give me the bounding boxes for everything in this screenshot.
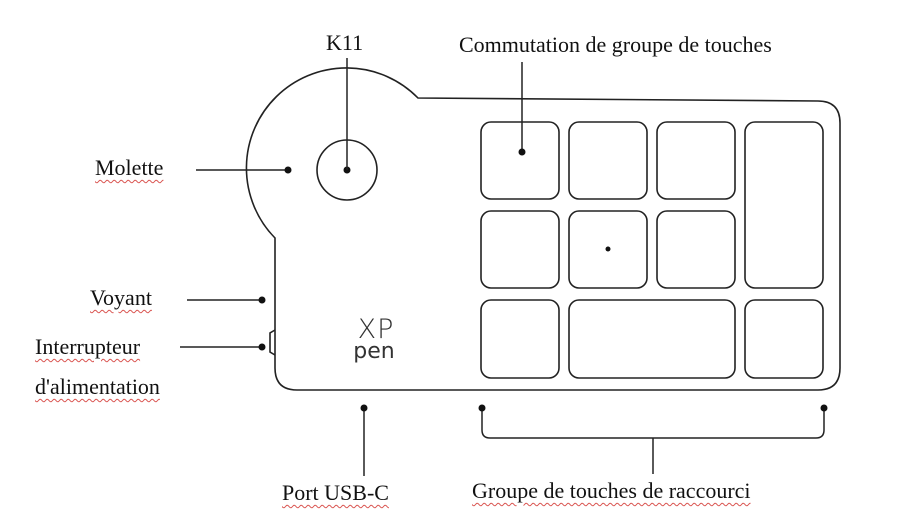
shortcut-bracket bbox=[481, 408, 825, 439]
label-usb-port: Port USB-C bbox=[282, 480, 389, 505]
logo-line2: pen bbox=[353, 339, 394, 364]
key-group-switch bbox=[480, 121, 560, 200]
power-switch bbox=[269, 329, 276, 356]
wheel-dot bbox=[284, 166, 292, 174]
label-k11: K11 bbox=[326, 30, 364, 55]
usb-dot bbox=[360, 404, 368, 412]
label-group-switch: Commutation de groupe de touches bbox=[459, 32, 772, 57]
key bbox=[656, 121, 736, 200]
label-shortcut-group: Groupe de touches de raccourci bbox=[472, 478, 751, 503]
label-wheel: Molette bbox=[95, 155, 164, 180]
key bbox=[656, 210, 736, 289]
key-center bbox=[568, 210, 648, 289]
key bbox=[744, 299, 824, 379]
shortcut-dot-right bbox=[820, 404, 828, 412]
logo-line1: XP bbox=[358, 314, 395, 345]
key bbox=[480, 299, 560, 379]
power-dot bbox=[258, 343, 266, 351]
key-tall bbox=[744, 121, 824, 289]
key bbox=[480, 210, 560, 289]
key-wide bbox=[568, 299, 736, 379]
key-center-dot bbox=[605, 246, 611, 252]
label-power-line2: d'alimentation bbox=[35, 374, 160, 399]
group-switch-dot bbox=[518, 148, 526, 156]
xp-pen-logo: XP pen bbox=[353, 314, 394, 364]
shortcut-dot-left bbox=[478, 404, 486, 412]
label-power-line1: Interrupteur bbox=[35, 334, 141, 359]
label-indicator: Voyant bbox=[90, 285, 152, 310]
indicator-dot bbox=[258, 296, 266, 304]
device-body bbox=[245, 67, 841, 391]
key bbox=[568, 121, 648, 200]
